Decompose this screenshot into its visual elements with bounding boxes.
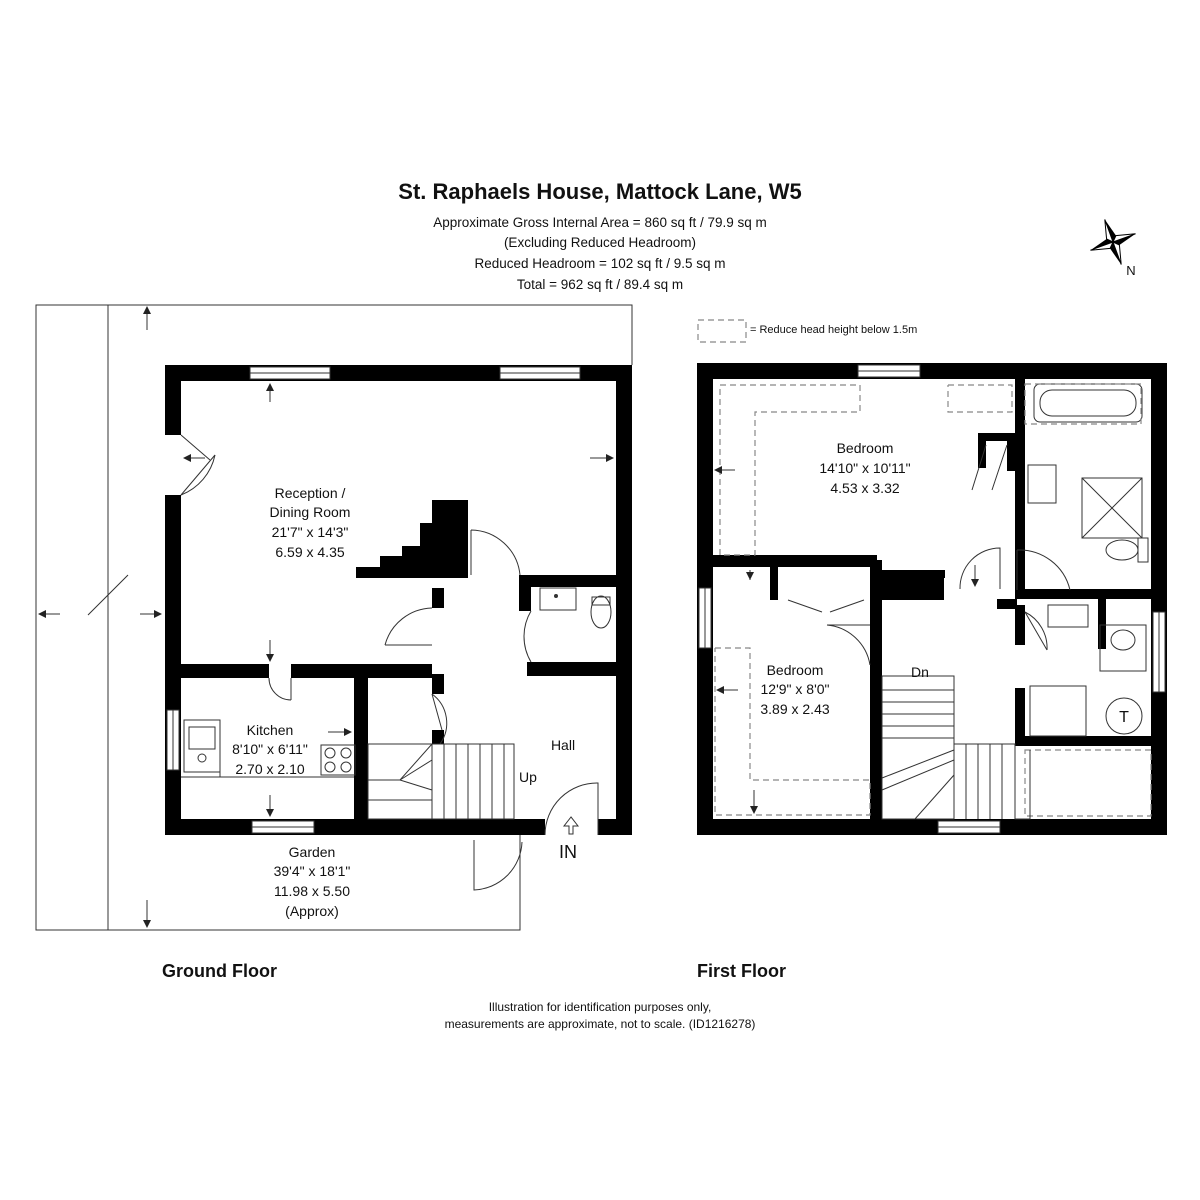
garden-note: (Approx) [285, 903, 339, 919]
bedroom2-name: Bedroom [767, 662, 824, 678]
legend-dashed-box [697, 319, 747, 343]
garden-metric: 11.98 x 5.50 [274, 883, 350, 899]
compass-icon [1090, 219, 1136, 265]
ground-floor-plan: Reception / Dining Room 21'7" x 14'3" 6.… [35, 304, 633, 931]
reception-imperial: 21'7" x 14'3" [272, 524, 349, 540]
reduced-headroom-bedroom1-right [947, 384, 1013, 413]
reduced-headroom-bedroom2 [714, 647, 871, 816]
chimney-breast [356, 500, 468, 578]
kitchen-imperial: 8'10" x 6'11" [232, 741, 308, 757]
reception-name-2: Dining Room [270, 504, 351, 520]
bedroom1-imperial: 14'10" x 10'11" [819, 460, 910, 476]
first-floor-plan: Bedroom 14'10" x 10'11" 4.53 x 3.32 Bedr… [697, 363, 1167, 835]
bedroom2-imperial: 12'9" x 8'0" [761, 681, 830, 697]
footer-line-1: Illustration for identification purposes… [489, 1000, 712, 1014]
ground-floor-stairs [367, 743, 515, 820]
bedroom2-metric: 3.89 x 2.43 [760, 701, 829, 717]
reduced-headroom: Reduced Headroom = 102 sq ft / 9.5 sq m [474, 256, 725, 271]
reception-metric: 6.59 x 4.35 [275, 544, 344, 560]
reduced-headroom-bedroom1 [719, 384, 861, 556]
legend-text: = Reduce head height below 1.5m [750, 324, 917, 336]
title: St. Raphaels House, Mattock Lane, W5 [398, 179, 801, 204]
ground-floor-label: Ground Floor [162, 961, 277, 981]
compass-north-label: N [1126, 263, 1135, 278]
garden-boundary-left [35, 304, 632, 931]
gross-area: Approximate Gross Internal Area = 860 sq… [433, 215, 767, 230]
bedroom1-name: Bedroom [837, 440, 894, 456]
reception-name-1: Reception / [275, 485, 346, 501]
footer-line-2: measurements are approximate, not to sca… [445, 1017, 756, 1031]
garden-boundary [165, 304, 633, 365]
total-area: Total = 962 sq ft / 89.4 sq m [517, 277, 683, 292]
stairs-up-label: Up [519, 769, 537, 785]
wc-label: T [1119, 709, 1129, 726]
entrance-label: IN [559, 842, 577, 862]
excluding-note: (Excluding Reduced Headroom) [504, 235, 696, 250]
kitchen-metric: 2.70 x 2.10 [235, 761, 304, 777]
bedroom1-metric: 4.53 x 3.32 [830, 480, 899, 496]
garden-break-symbol [87, 574, 129, 616]
garden-imperial: 39'4" x 18'1" [274, 863, 351, 879]
kitchen-name: Kitchen [247, 722, 294, 738]
garden-name: Garden [289, 844, 336, 860]
first-floor-label: First Floor [697, 961, 786, 981]
entrance-arrow-icon [562, 816, 580, 835]
hall-name: Hall [551, 737, 575, 753]
first-floor-stairs [881, 675, 1031, 820]
stairs-down-label: Dn [911, 664, 929, 680]
